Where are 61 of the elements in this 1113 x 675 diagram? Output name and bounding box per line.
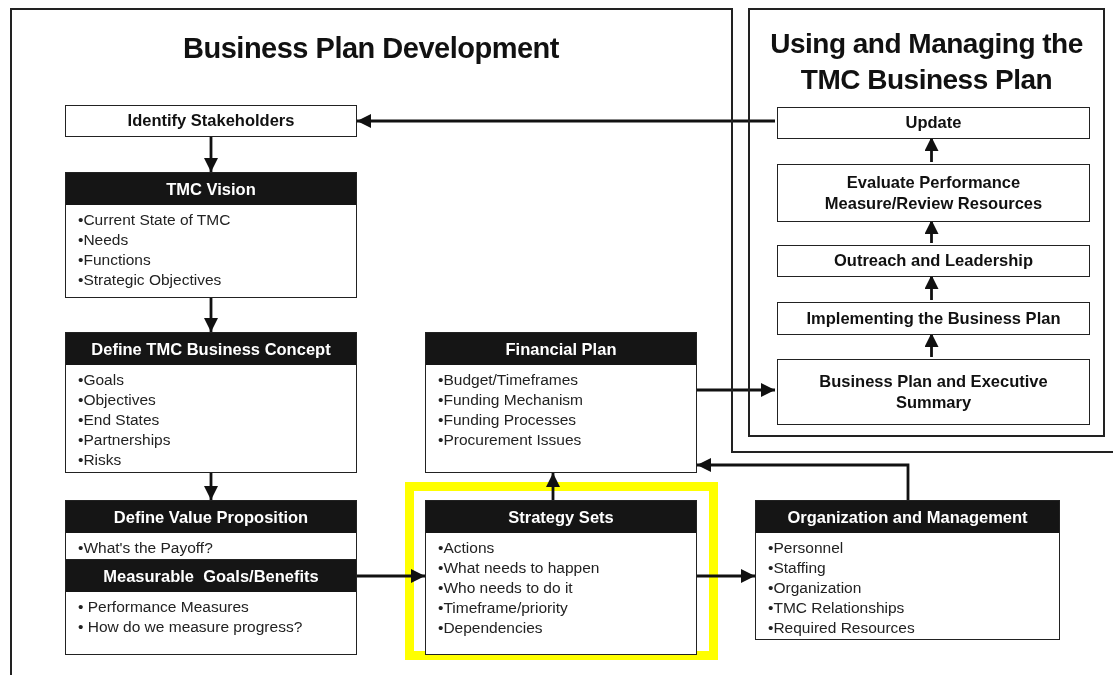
bullet-item: •Who needs to do it: [438, 578, 574, 598]
bullet-item: •Objectives: [78, 390, 157, 410]
bullet-item: •Personnel: [768, 538, 845, 558]
arrow: [357, 114, 775, 128]
process-card: [65, 172, 357, 298]
bullet-item: •Functions: [78, 250, 152, 270]
process-box: Update: [777, 107, 1090, 139]
bullet-item: •Risks: [78, 450, 123, 470]
process-card: [65, 332, 357, 473]
process-card: [65, 559, 357, 655]
process-box: Outreach and Leadership: [777, 245, 1090, 277]
arrow: [697, 458, 910, 500]
card-heading: Define TMC Business Concept: [66, 333, 356, 365]
bullet-item: •Funding Processes: [438, 410, 578, 430]
bullet-item: •Needs: [78, 230, 130, 250]
process-card: [425, 500, 697, 655]
bullet-item: •Budget/Timeframes: [438, 370, 580, 390]
process-box: Implementing the Business Plan: [777, 302, 1090, 335]
panel-title: Using and Managing the TMC Business Plan: [769, 27, 1084, 98]
process-box: Identify Stakeholders: [65, 105, 357, 137]
arrow: [204, 298, 218, 332]
card-heading: Organization and Management: [756, 501, 1059, 533]
arrow: [357, 569, 425, 583]
bullet-item: •Partnerships: [78, 430, 172, 450]
bullet-item: •What's the Payoff?: [78, 538, 214, 558]
card-heading: Measurable Goals/Benefits: [66, 560, 356, 592]
arrow: [204, 473, 218, 500]
bullet-item: •End States: [78, 410, 161, 430]
bullet-item: •Current State of TMC: [78, 210, 232, 230]
process-card: [755, 500, 1060, 640]
card-heading: Financial Plan: [426, 333, 696, 365]
card-heading: Strategy Sets: [426, 501, 696, 533]
bullet-item: •TMC Relationships: [768, 598, 906, 618]
card-heading: TMC Vision: [66, 173, 356, 205]
arrow: [924, 137, 939, 162]
bullet-item: •Required Resources: [768, 618, 916, 638]
bullet-item: •Organization: [768, 578, 863, 598]
bullet-item: •Actions: [438, 538, 496, 558]
arrow: [204, 137, 218, 172]
bullet-item: •Goals: [78, 370, 125, 390]
process-box: Evaluate Performance Measure/Review Resources: [777, 164, 1090, 222]
bullet-item: •Strategic Objectives: [78, 270, 223, 290]
process-box: Business Plan and Executive Summary: [777, 359, 1090, 425]
bullet-item: •Timeframe/priority: [438, 598, 569, 618]
bullet-item: • How do we measure progress?: [78, 617, 304, 637]
arrow: [924, 220, 939, 243]
card-heading: Define Value Proposition: [66, 501, 356, 533]
bullet-item: •Procurement Issues: [438, 430, 583, 450]
arrow: [546, 473, 560, 500]
panel-title: Business Plan Development: [182, 31, 560, 66]
bullet-item: •Dependencies: [438, 618, 544, 638]
arrow: [924, 333, 939, 357]
arrow: [697, 569, 755, 583]
bullet-item: •What needs to happen: [438, 558, 601, 578]
arrow: [697, 383, 775, 397]
bullet-item: •Funding Mechanism: [438, 390, 584, 410]
bullet-item: • Performance Measures: [78, 597, 250, 617]
arrow: [924, 275, 939, 300]
bullet-item: •Staffing: [768, 558, 827, 578]
process-card: [65, 500, 357, 560]
process-card: [425, 332, 697, 473]
